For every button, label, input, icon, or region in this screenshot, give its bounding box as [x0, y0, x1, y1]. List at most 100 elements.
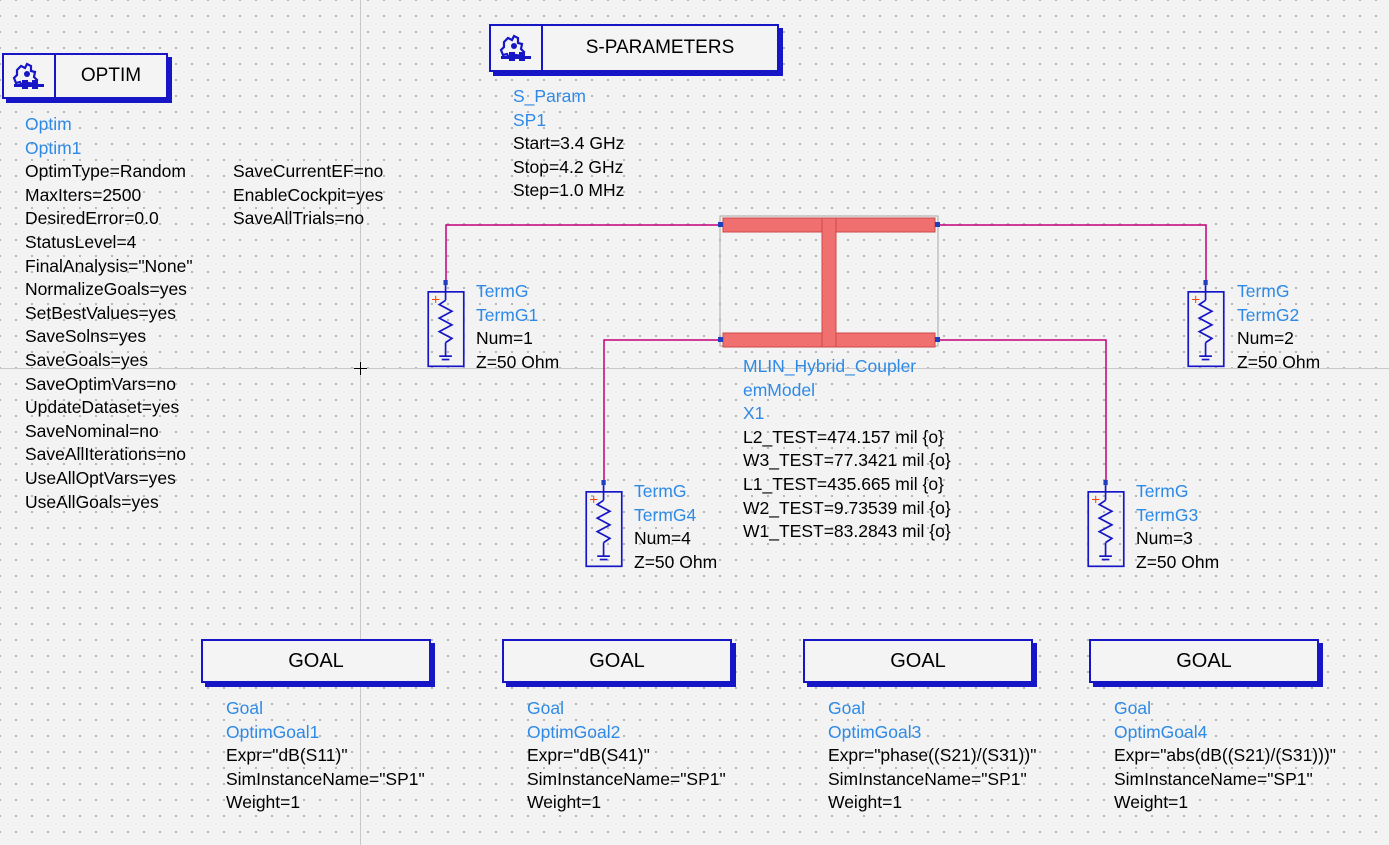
term-z[interactable]: Z=50 Ohm [1136, 551, 1220, 572]
optim-param[interactable]: UpdateDataset=yes [25, 397, 180, 418]
coupler-params: MLIN_Hybrid_Coupler emModel X1 L2_TEST=4… [743, 355, 951, 544]
optim-param[interactable]: NormalizeGoals=yes [25, 279, 187, 300]
optim-param[interactable]: SaveSolns=yes [25, 326, 147, 347]
term-instance[interactable]: TermG3 [1136, 504, 1199, 525]
coupler-param[interactable]: L1_TEST=435.665 mil {o} [743, 473, 944, 494]
term-instance[interactable]: TermG2 [1237, 304, 1300, 325]
goal-header-label: GOAL [589, 649, 645, 672]
term-num[interactable]: Num=2 [1237, 328, 1294, 349]
sparam-instance-name[interactable]: SP1 [513, 109, 547, 130]
coupler-param[interactable]: W3_TEST=77.3421 mil {o} [743, 450, 951, 471]
term-num[interactable]: Num=1 [476, 328, 533, 349]
gear-cluster-icon [4, 55, 56, 97]
term-instance[interactable]: TermG1 [476, 304, 539, 325]
optim-param[interactable]: SaveAllTrials=no [233, 208, 365, 229]
goal-header-label: GOAL [288, 649, 344, 672]
optim-param[interactable]: UseAllGoals=yes [25, 491, 159, 512]
goal-sim-instance[interactable]: SimInstanceName="SP1" [1114, 768, 1313, 789]
termg2-symbol[interactable]: + [1184, 280, 1228, 368]
hybrid-coupler-component[interactable] [716, 212, 942, 350]
optim-component[interactable]: OPTIM [2, 53, 168, 99]
goal3-params: Goal OptimGoal3 Expr="phase((S21)/(S31))… [828, 697, 1036, 815]
optim-type-label: Optim [25, 114, 72, 134]
coupler-instance-name[interactable]: X1 [743, 403, 765, 424]
goal1-component[interactable]: GOAL [201, 639, 431, 683]
goal-instance-name[interactable]: OptimGoal3 [828, 721, 922, 742]
goal-sim-instance[interactable]: SimInstanceName="SP1" [527, 768, 726, 789]
canvas-origin-vertical-axis [360, 0, 361, 845]
sparam-param[interactable]: Step=1.0 MHz [513, 180, 625, 201]
plus-sign-icon: + [431, 292, 441, 306]
resistor-term-icon [1097, 499, 1114, 544]
resistor-term-icon [437, 299, 454, 344]
goal-type-label: Goal [226, 698, 263, 718]
goal-type-label: Goal [828, 698, 865, 718]
optim-param[interactable]: SaveGoals=yes [25, 349, 149, 370]
termg1-label: TermG TermG1 Num=1 Z=50 Ohm [476, 280, 559, 374]
optim-instance-name[interactable]: Optim1 [25, 137, 82, 158]
plus-sign-icon: + [1091, 492, 1101, 506]
term-num[interactable]: Num=3 [1136, 528, 1193, 549]
resistor-term-icon [595, 499, 612, 544]
optim-param[interactable]: SaveAllIterations=no [25, 444, 187, 465]
sparam-component[interactable]: S-PARAMETERS [489, 24, 779, 72]
goal-weight[interactable]: Weight=1 [828, 792, 903, 813]
goal-weight[interactable]: Weight=1 [226, 792, 301, 813]
goal4-params: Goal OptimGoal4 Expr="abs(dB((S21)/(S31)… [1114, 697, 1336, 815]
sparam-type-label: S_Param [513, 86, 586, 106]
sparam-param[interactable]: Start=3.4 GHz [513, 133, 625, 154]
goal-expr[interactable]: Expr="phase((S21)/(S31))" [828, 745, 1037, 766]
wire-port1 [445, 224, 720, 283]
goal-expr[interactable]: Expr="abs(dB((S21)/(S31)))" [1114, 745, 1337, 766]
optim-param[interactable]: FinalAnalysis="None" [25, 255, 193, 276]
term-z[interactable]: Z=50 Ohm [476, 351, 560, 372]
sparam-param[interactable]: Stop=4.2 GHz [513, 156, 624, 177]
termg1-symbol[interactable]: + [424, 280, 468, 368]
term-type: TermG [1136, 481, 1189, 501]
coupler-model-label: emModel [743, 379, 815, 400]
optim-param[interactable]: MaxIters=2500 [25, 184, 142, 205]
goal-instance-name[interactable]: OptimGoal2 [527, 721, 621, 742]
term-instance[interactable]: TermG4 [634, 504, 697, 525]
goal-type-label: Goal [1114, 698, 1151, 718]
optim-param[interactable]: StatusLevel=4 [25, 231, 137, 252]
goal2-params: Goal OptimGoal2 Expr="dB(S41)" SimInstan… [527, 697, 726, 815]
term-type: TermG [1237, 281, 1290, 301]
goal3-component[interactable]: GOAL [803, 639, 1033, 683]
goal-weight[interactable]: Weight=1 [1114, 792, 1189, 813]
term-type: TermG [634, 481, 687, 501]
goal2-component[interactable]: GOAL [502, 639, 732, 683]
coupler-param[interactable]: L2_TEST=474.157 mil {o} [743, 426, 944, 447]
coupler-port-pin [935, 337, 940, 342]
goal-instance-name[interactable]: OptimGoal4 [1114, 721, 1208, 742]
goal-sim-instance[interactable]: SimInstanceName="SP1" [828, 768, 1027, 789]
goal4-component[interactable]: GOAL [1089, 639, 1319, 683]
goal-expr[interactable]: Expr="dB(S41)" [527, 745, 650, 766]
optim-param[interactable]: DesiredError=0.0 [25, 208, 159, 229]
wire-port4 [603, 339, 720, 483]
sparam-params: S_Param SP1 Start=3.4 GHz Stop=4.2 GHz S… [513, 85, 624, 203]
gear-cluster-icon [491, 26, 543, 70]
optim-param[interactable]: OptimType=Random [25, 161, 186, 182]
optim-param[interactable]: SaveCurrentEF=no [233, 161, 384, 181]
coupler-param[interactable]: W1_TEST=83.2843 mil {o} [743, 521, 951, 542]
goal-expr[interactable]: Expr="dB(S11)" [226, 745, 348, 766]
optim-param[interactable]: EnableCockpit=yes [233, 184, 384, 205]
optim-header-label: OPTIM [80, 65, 142, 86]
term-num[interactable]: Num=4 [634, 528, 691, 549]
optim-param[interactable]: SetBestValues=yes [25, 302, 176, 323]
goal-weight[interactable]: Weight=1 [527, 792, 602, 813]
coupler-type-label: MLIN_Hybrid_Coupler [743, 356, 917, 376]
termg4-label: TermG TermG4 Num=4 Z=50 Ohm [634, 480, 717, 574]
termg3-symbol[interactable]: + [1084, 480, 1128, 568]
termg2-label: TermG TermG2 Num=2 Z=50 Ohm [1237, 280, 1320, 374]
goal-sim-instance[interactable]: SimInstanceName="SP1" [226, 768, 425, 789]
optim-param[interactable]: SaveOptimVars=no [25, 373, 176, 394]
termg4-symbol[interactable]: + [582, 480, 626, 568]
term-z[interactable]: Z=50 Ohm [1237, 351, 1321, 372]
term-z[interactable]: Z=50 Ohm [634, 551, 718, 572]
optim-param[interactable]: SaveNominal=no [25, 420, 159, 441]
optim-param[interactable]: UseAllOptVars=yes [25, 467, 176, 488]
coupler-param[interactable]: W2_TEST=9.73539 mil {o} [743, 497, 951, 518]
goal-instance-name[interactable]: OptimGoal1 [226, 721, 320, 742]
